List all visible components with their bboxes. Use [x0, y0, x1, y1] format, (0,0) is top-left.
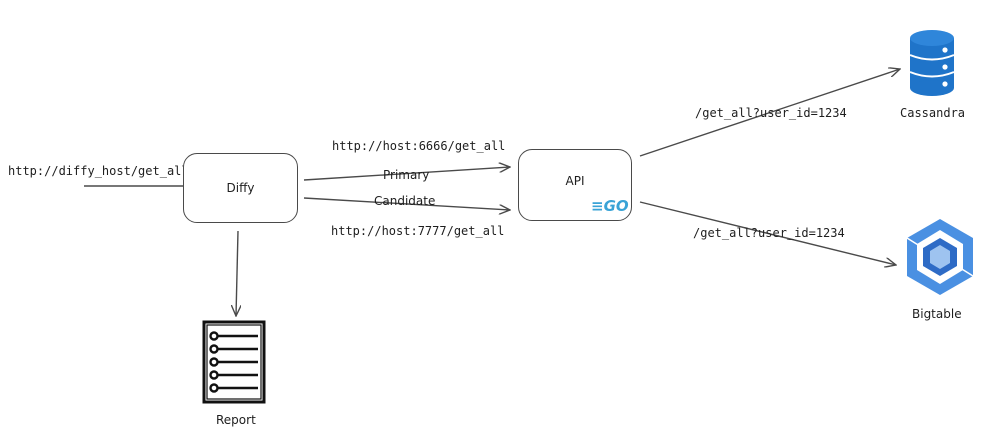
- primary-url-label: http://host:6666/get_all: [332, 139, 506, 153]
- go-logo-icon: ≡GO: [591, 197, 629, 215]
- input-url-label: http://diffy_host/get_all: [8, 164, 189, 178]
- report-arrow: [236, 230, 238, 316]
- report-document-icon: [202, 320, 266, 404]
- report-label: Report: [216, 413, 256, 427]
- diffy-node[interactable]: Diffy: [183, 153, 298, 223]
- bigtable-label: Bigtable: [912, 307, 962, 321]
- candidate-label: Candidate: [374, 194, 436, 208]
- diffy-label: Diffy: [226, 181, 255, 195]
- candidate-arrow: [303, 197, 510, 210]
- go-logo-text: GO: [603, 197, 629, 215]
- primary-arrow: [303, 167, 510, 181]
- api-label: API: [565, 174, 585, 188]
- bigtable-hexagon-icon: [906, 219, 974, 295]
- bigtable-query-label: /get_all?user_id=1234: [693, 226, 845, 240]
- primary-label: Primary: [383, 168, 430, 182]
- bigtable-arrow: [639, 201, 896, 265]
- cassandra-arrow: [639, 69, 900, 157]
- api-node[interactable]: API: [518, 149, 632, 221]
- cassandra-query-label: /get_all?user_id=1234: [695, 106, 847, 120]
- database-cylinder-icon: [909, 30, 955, 96]
- cassandra-label: Cassandra: [900, 106, 966, 120]
- candidate-url-label: http://host:7777/get_all: [331, 224, 505, 238]
